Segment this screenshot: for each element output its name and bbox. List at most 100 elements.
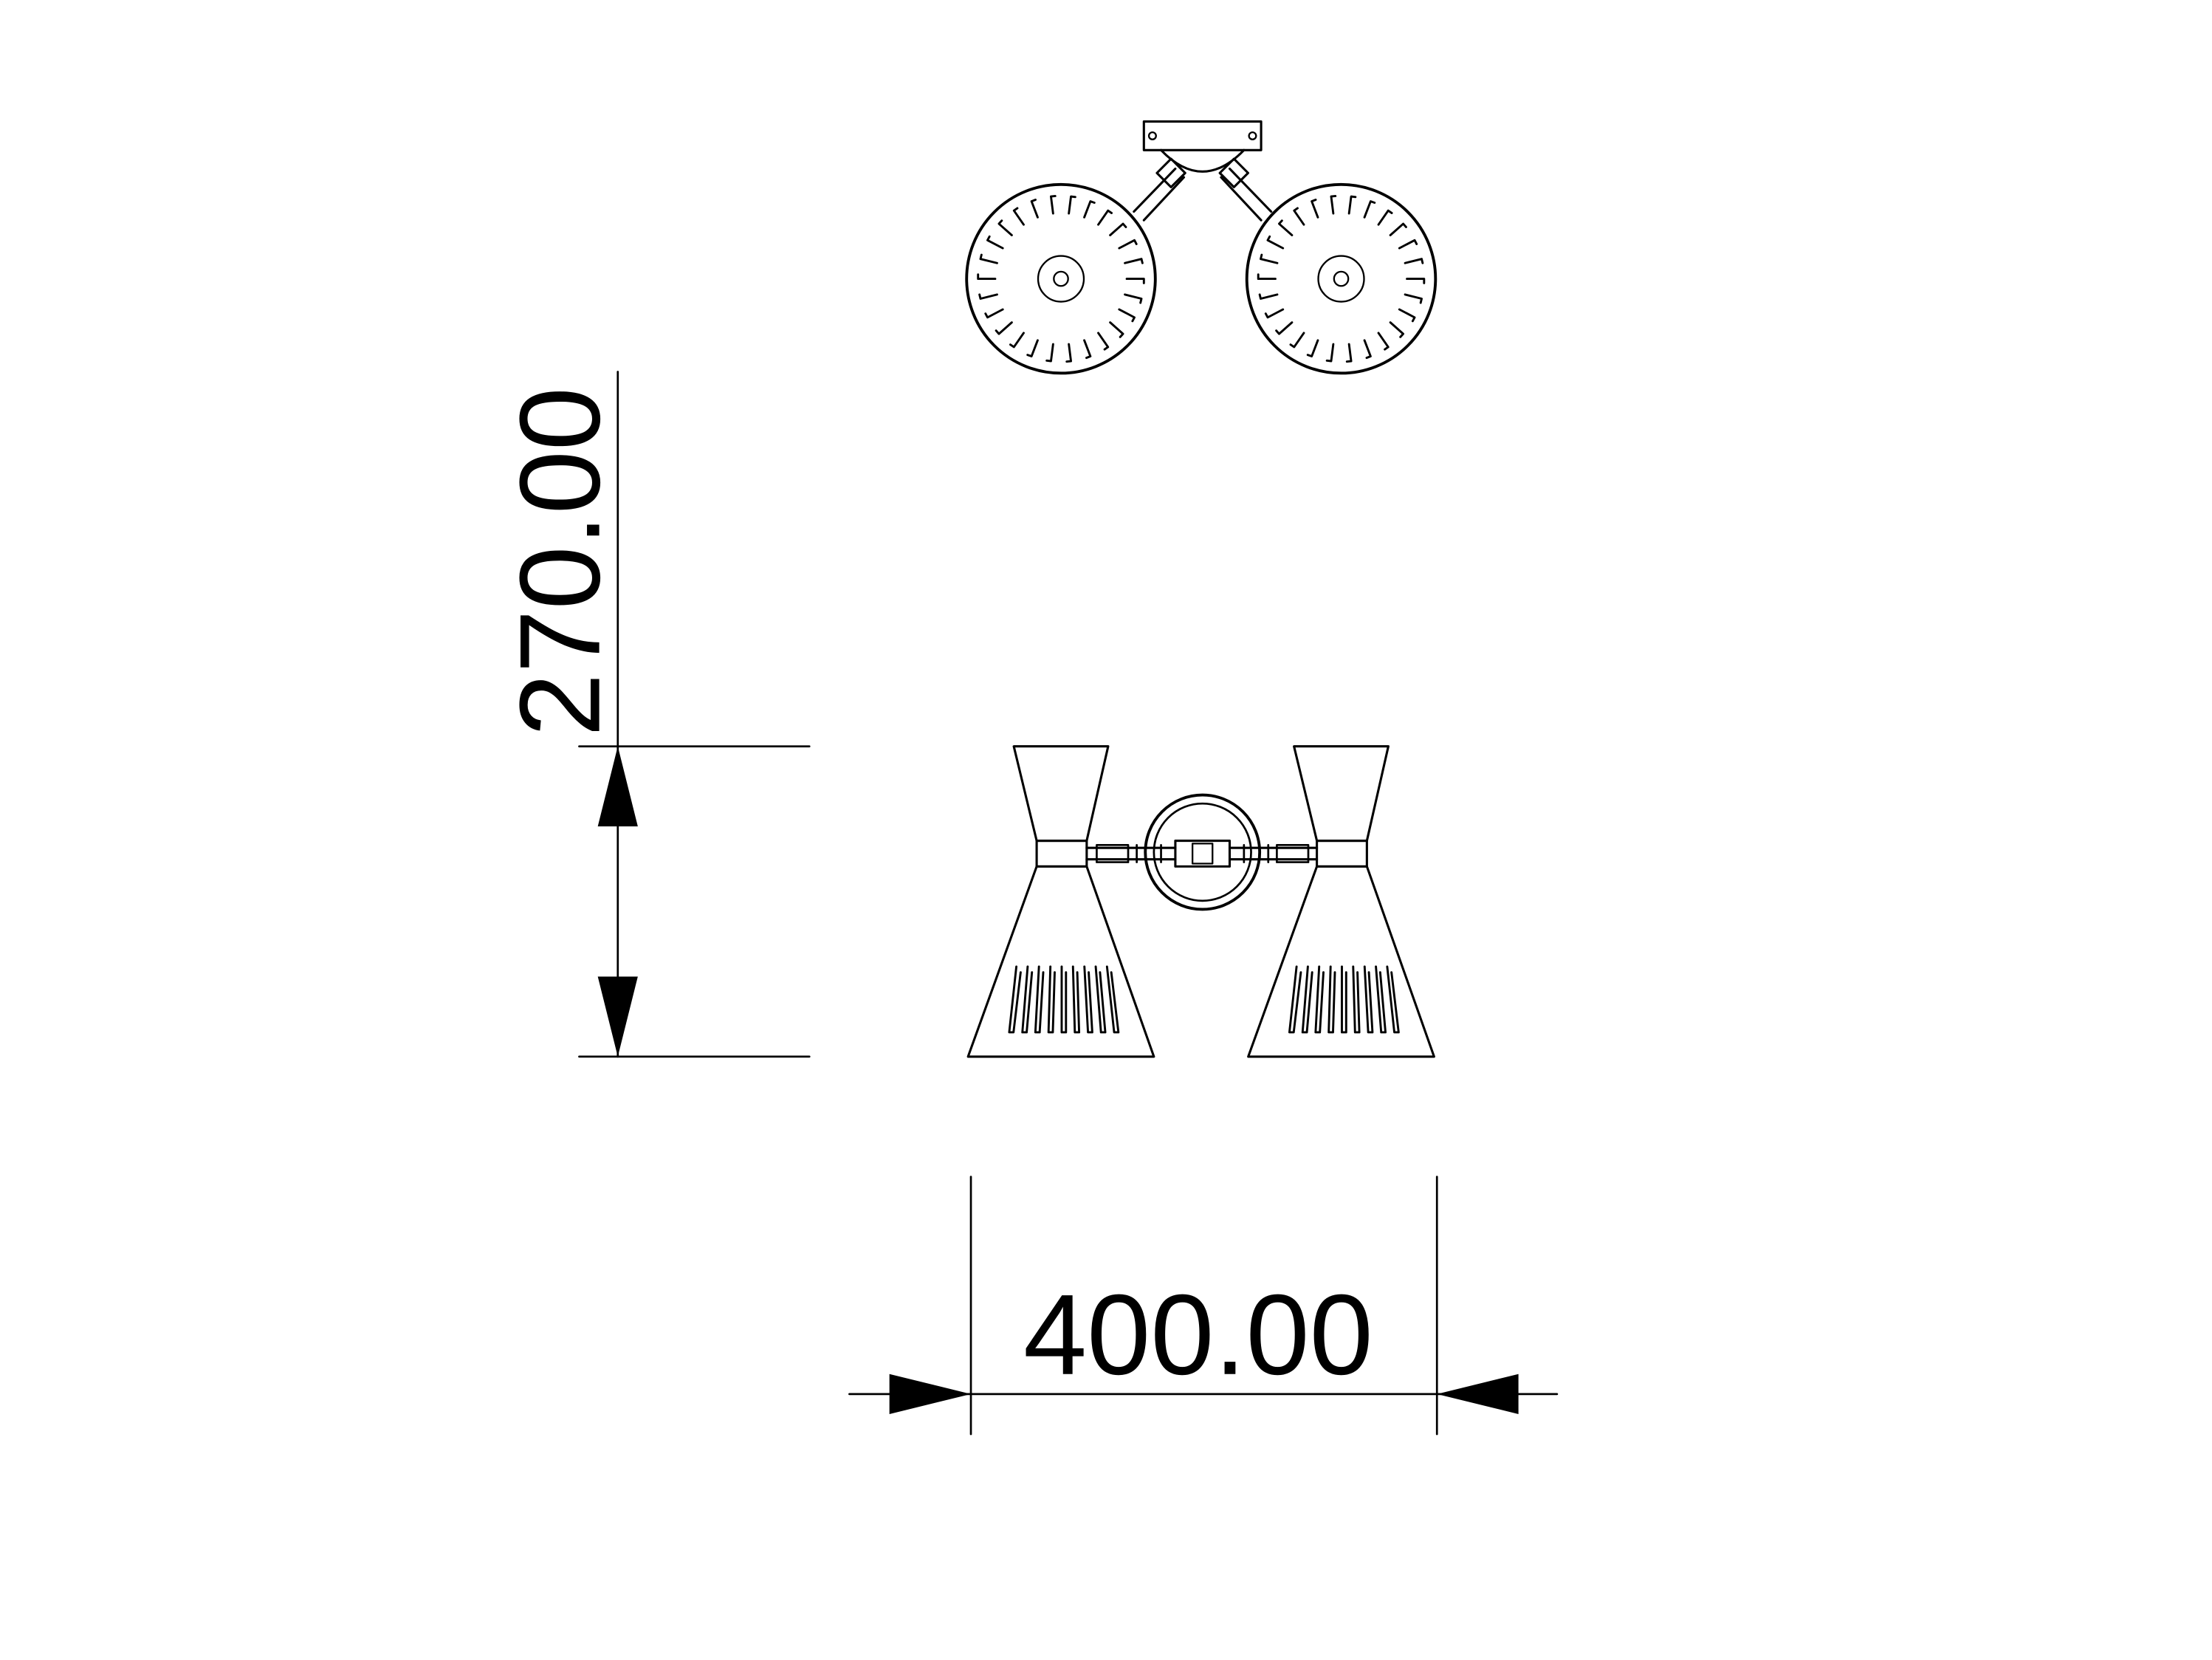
front-wall-plate-outer (1144, 793, 1262, 911)
cone-slot (1386, 965, 1400, 1034)
front-shade-right-lower-cone (1247, 865, 1435, 1058)
top-shade-right-inner-ring (1317, 255, 1365, 303)
cone-slot (1288, 965, 1302, 1034)
rim-slot (1389, 222, 1407, 236)
rim-slot (1030, 199, 1039, 219)
rim-slot (1109, 321, 1124, 338)
rim-slot (1377, 332, 1390, 351)
rim-slot (1347, 195, 1357, 215)
rim-slot (1045, 343, 1054, 363)
rim-slot (1275, 321, 1294, 335)
top-shade-right-outer (1245, 182, 1438, 375)
cone-slot (1314, 965, 1325, 1034)
top-wall-plate-screw-left (1147, 131, 1157, 140)
width-dimension: 400.00 (848, 1176, 1559, 1436)
top-arm-right (1220, 167, 1273, 222)
rim-slot (1026, 339, 1039, 357)
cone-slot (1083, 965, 1093, 1034)
rim-slot (986, 235, 1004, 250)
rim-slot (997, 219, 1013, 236)
cone-slot (1363, 965, 1374, 1034)
height-dimension-label: 270.00 (496, 387, 624, 737)
rim-slot (1404, 293, 1423, 304)
top-wall-plate (1142, 120, 1263, 151)
top-shade-left-center (1053, 270, 1069, 287)
rim-slot (1306, 339, 1319, 357)
front-wall-plate-bracket-center (1191, 843, 1214, 865)
rim-slot (1377, 209, 1393, 226)
rim-slot (978, 293, 998, 300)
front-shade-right-slots (1288, 965, 1400, 1034)
rim-slot (1293, 207, 1305, 226)
cone-slot (1021, 965, 1034, 1034)
cone-slot (1034, 965, 1045, 1034)
rim-slot (1050, 195, 1057, 215)
rim-slot (1125, 278, 1145, 284)
rim-slot (1065, 343, 1073, 363)
front-shade-left-lower-cone (966, 865, 1155, 1058)
width-dimension-label: 400.00 (1023, 1271, 1373, 1399)
rim-slot (1330, 195, 1337, 215)
rim-slot (1124, 293, 1143, 304)
rim-slot (1109, 222, 1127, 236)
rim-slot (1124, 258, 1144, 264)
rim-slot (1068, 195, 1076, 215)
cone-slot (1105, 965, 1120, 1034)
top-arm-right-joint (1218, 157, 1250, 189)
front-wall-plate (1144, 793, 1262, 911)
rim-slot (1311, 199, 1319, 219)
rim-slot (984, 308, 1004, 319)
rim-slot (1118, 308, 1136, 323)
front-shade-right-collar (1316, 839, 1368, 868)
cone-slot (1375, 965, 1387, 1034)
rim-slot (1264, 308, 1285, 319)
rim-slot (1083, 339, 1092, 360)
cone-slot (1060, 965, 1068, 1034)
rim-slot (977, 273, 997, 281)
rim-slot (1325, 343, 1335, 363)
cone-slot (1301, 965, 1313, 1034)
front-shade-left-upper-cone (1012, 745, 1110, 843)
rim-slot (1398, 239, 1418, 250)
top-shade-left-slots (977, 195, 1145, 363)
rim-slot (1118, 239, 1138, 250)
front-wall-plate-inner (1153, 802, 1252, 902)
cone-slot (1071, 965, 1081, 1034)
rim-slot (1406, 278, 1426, 284)
rim-slot (1258, 293, 1279, 300)
height-dimension: 270.00 (496, 371, 811, 1058)
front-arm-right (1228, 843, 1319, 863)
rim-slot (1363, 200, 1376, 219)
rim-slot (1083, 200, 1096, 219)
rim-slot (1257, 273, 1277, 281)
top-shade-right (1245, 182, 1438, 375)
cone-slot (1008, 965, 1022, 1034)
front-shade-left-collar (1035, 839, 1088, 868)
top-shade-right-center (1333, 270, 1350, 287)
front-shade-right-upper-cone (1293, 745, 1390, 843)
width-arrow-left (889, 1373, 972, 1414)
rim-slot (995, 321, 1013, 335)
top-view (965, 120, 1438, 375)
front-wall-plate-bracket (1174, 839, 1232, 868)
top-arm-left-joint (1155, 157, 1186, 189)
rim-slot (1009, 332, 1025, 349)
top-shade-right-slots (1257, 195, 1426, 363)
rim-slot (1012, 207, 1025, 226)
front-view (966, 745, 1435, 1058)
rim-slot (1260, 253, 1279, 264)
rim-slot (1097, 332, 1110, 351)
rim-slot (1363, 339, 1372, 360)
cone-slot (1327, 965, 1336, 1034)
rim-slot (1289, 332, 1305, 349)
front-shade-left-slots (1008, 965, 1120, 1034)
cone-slot (1352, 965, 1361, 1034)
height-arrow-bottom (597, 976, 638, 1057)
rim-slot (1266, 235, 1285, 250)
cone-slot (1341, 965, 1347, 1034)
height-arrow-top (597, 746, 638, 827)
front-arm-left (1085, 843, 1177, 863)
rim-slot (1097, 209, 1113, 226)
top-shade-left-outer (965, 182, 1157, 375)
